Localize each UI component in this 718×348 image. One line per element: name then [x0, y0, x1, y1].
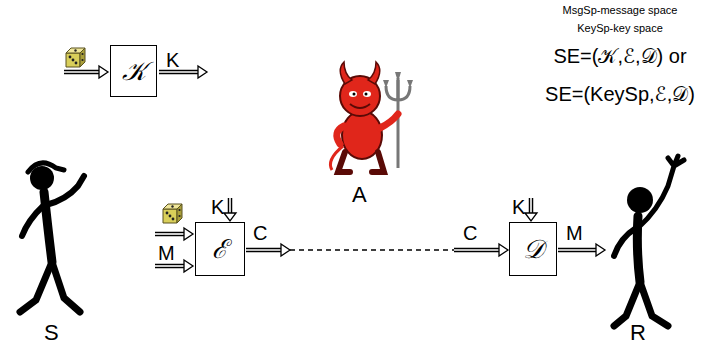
sender-figure [20, 163, 84, 312]
decrypt-box: 𝒟 [509, 222, 557, 276]
key-label: K [512, 197, 525, 217]
box-symbol: 𝒟 [523, 236, 544, 262]
sender-label: S [44, 322, 59, 344]
receiver-label: R [630, 322, 646, 344]
receiver-figure [614, 156, 684, 326]
message-output-arrow [558, 244, 605, 256]
box-symbol: 𝒦 [122, 58, 146, 84]
dice-icon [163, 204, 182, 223]
scheme-text: SE=(𝒦,ℰ,𝒟) or [553, 46, 686, 66]
key-label: K [211, 197, 224, 217]
scheme-text: SE=(KeySp,ℰ,𝒟) [545, 84, 695, 104]
note-text: MsgSp-message space [563, 5, 678, 16]
key-input-arrow [224, 198, 236, 221]
ciphertext-label: C [253, 223, 267, 243]
keygen-box: 𝒦 [110, 45, 157, 97]
adversary-figure [330, 62, 413, 172]
encrypt-box: ℰ [195, 222, 245, 276]
message-label: M [566, 223, 583, 243]
input-arrow [64, 66, 108, 78]
box-symbol: ℰ [212, 236, 228, 262]
dice-icon [66, 48, 85, 67]
adversary-label: A [352, 184, 367, 206]
note-text: KeySp-key space [577, 23, 663, 34]
ciphertext-channel [246, 244, 508, 256]
input-arrow [155, 228, 193, 240]
key-input-arrow [525, 198, 537, 221]
key-label: K [166, 50, 179, 70]
ciphertext-label: C [463, 223, 477, 243]
message-label: M [158, 243, 175, 263]
